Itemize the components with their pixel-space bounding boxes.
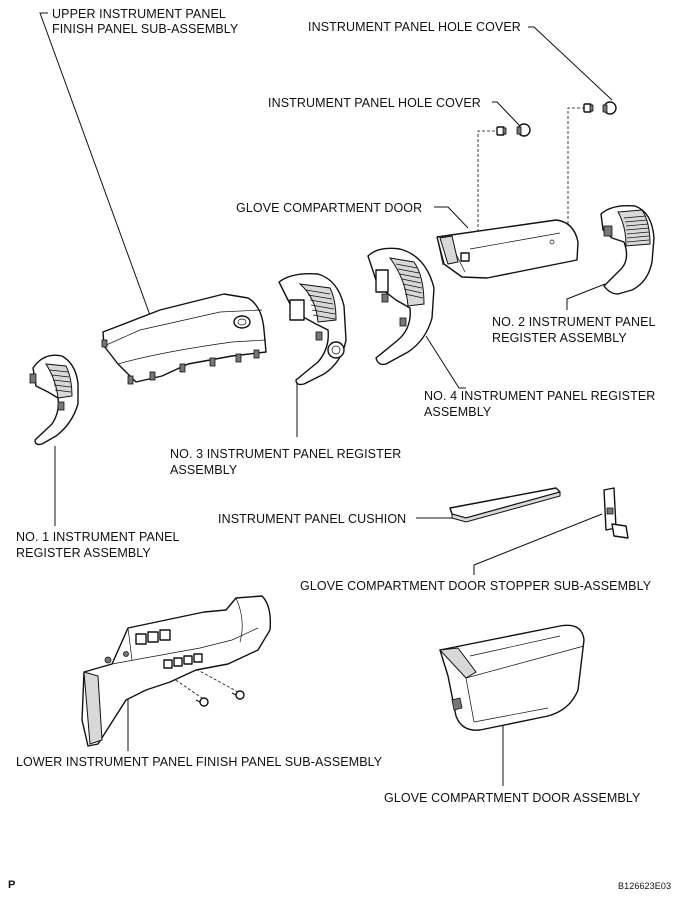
- clip-small-top: [583, 103, 594, 113]
- lower-finish-panel-part: [81, 595, 272, 747]
- instrument-panel-cushion-part: [449, 487, 561, 523]
- hole-cover-clips-top: [583, 101, 617, 115]
- no4-register-part: [367, 247, 435, 366]
- leader-no4-register: [425, 335, 466, 389]
- upper-finish-panel-part: [101, 293, 267, 385]
- no3-register-part: [278, 272, 347, 386]
- label-no3-register-line2: ASSEMBLY: [170, 463, 238, 477]
- label-cushion: INSTRUMENT PANEL CUSHION: [218, 512, 407, 526]
- glove-compartment-door-part: [436, 219, 579, 279]
- label-glove-compartment-door: GLOVE COMPARTMENT DOOR: [236, 201, 423, 215]
- hole-cover-clips-mid: [496, 123, 531, 137]
- leader-glove-door: [434, 206, 469, 229]
- dash-hole-cover-mid: [477, 130, 500, 263]
- no2-register-part: [600, 204, 655, 295]
- no1-register-part: [29, 354, 79, 446]
- leader-door-stopper: [473, 513, 603, 575]
- leader-no2-register: [566, 283, 606, 310]
- label-no1-register-line2: REGISTER ASSEMBLY: [16, 546, 151, 560]
- figure-code: B126623E03: [618, 881, 672, 891]
- glove-compartment-door-assembly-part: [438, 624, 585, 731]
- door-stopper-part: [603, 487, 629, 539]
- label-hole-cover-mid: INSTRUMENT PANEL HOLE COVER: [268, 96, 481, 110]
- label-upper-finish-panel-line1: UPPER INSTRUMENT PANEL: [52, 7, 226, 21]
- hole-cover-icon-mid: [516, 123, 531, 137]
- label-glove-door-assembly: GLOVE COMPARTMENT DOOR ASSEMBLY: [384, 791, 641, 805]
- label-hole-cover-top: INSTRUMENT PANEL HOLE COVER: [308, 20, 521, 34]
- leader-upper-finish-panel: [39, 12, 152, 319]
- screw-b: [231, 690, 245, 700]
- label-upper-finish-panel-line2: FINISH PANEL SUB-ASSEMBLY: [52, 22, 239, 36]
- label-no1-register-line1: NO. 1 INSTRUMENT PANEL: [16, 530, 180, 544]
- leader-lines: [39, 12, 613, 786]
- label-no3-register-line1: NO. 3 INSTRUMENT PANEL REGISTER: [170, 447, 402, 461]
- label-no4-register-line1: NO. 4 INSTRUMENT PANEL REGISTER: [424, 389, 656, 403]
- label-no4-register-line2: ASSEMBLY: [424, 405, 492, 419]
- leader-hole-cover-top: [528, 26, 613, 101]
- clip-small-mid: [496, 126, 507, 136]
- hole-cover-icon-top: [602, 101, 617, 115]
- label-no2-register-line2: REGISTER ASSEMBLY: [492, 331, 627, 345]
- label-lower-finish-panel: LOWER INSTRUMENT PANEL FINISH PANEL SUB-…: [16, 755, 383, 769]
- label-door-stopper: GLOVE COMPARTMENT DOOR STOPPER SUB-ASSEM…: [300, 579, 652, 593]
- screw-a: [195, 697, 209, 707]
- label-no2-register-line1: NO. 2 INSTRUMENT PANEL: [492, 315, 656, 329]
- leader-hole-cover-mid: [492, 101, 521, 127]
- corner-mark: P: [8, 879, 16, 891]
